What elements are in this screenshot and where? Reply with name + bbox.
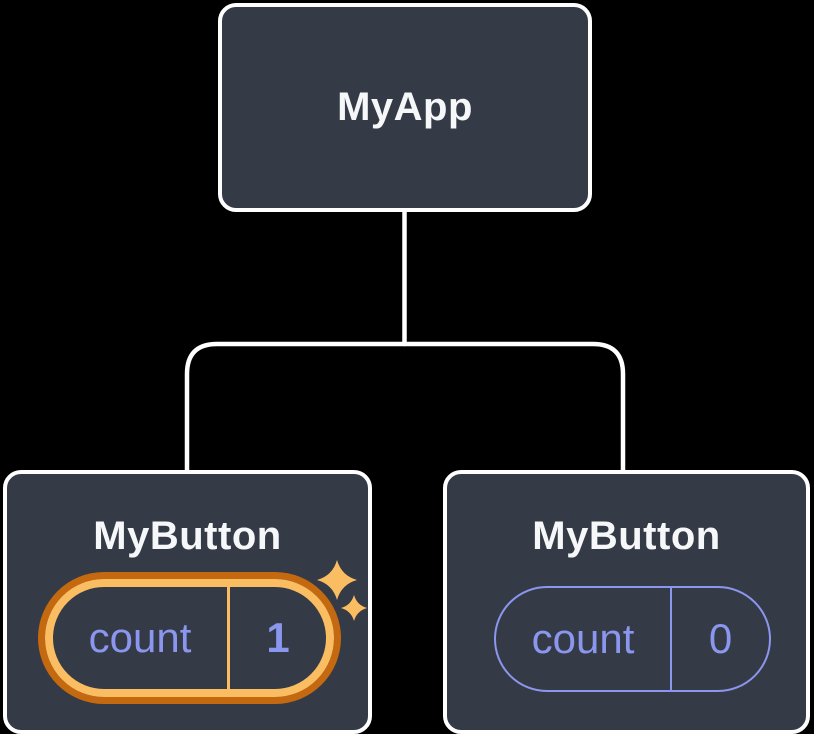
sparkle-small (341, 595, 367, 621)
node-label: MyApp (337, 85, 473, 129)
node-label: MyButton (93, 514, 282, 558)
state-name: count (531, 615, 635, 662)
state-value: 1 (266, 614, 290, 661)
state-value: 0 (708, 615, 733, 662)
sparkles-icon (317, 560, 367, 621)
state-pill-highlighted: count 1 (45, 579, 334, 697)
pill-divider (227, 587, 230, 689)
state-name: count (88, 614, 192, 661)
state-pill-plain: count 0 (494, 586, 771, 692)
connector-branch-bracket (184, 341, 626, 473)
pill-divider (670, 588, 672, 690)
node-label: MyButton (532, 514, 721, 558)
sparkle-large (317, 560, 357, 600)
tree-node-myapp: MyApp (218, 3, 592, 212)
